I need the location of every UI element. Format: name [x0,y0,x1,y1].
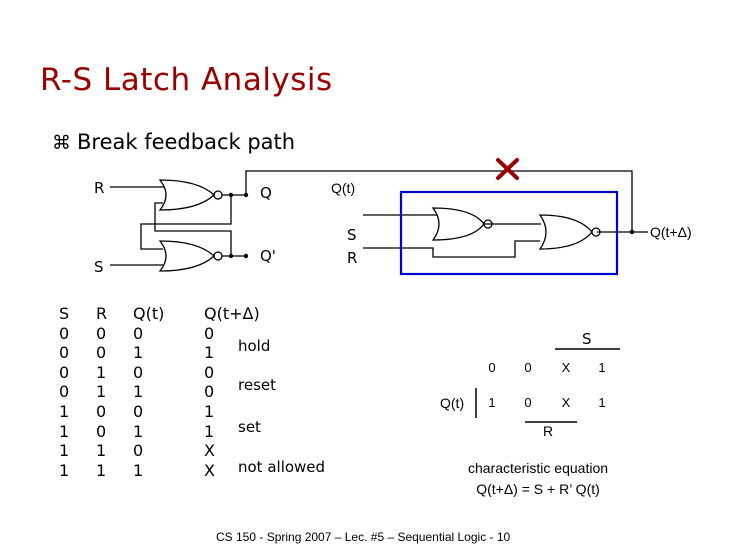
kmap-s-label: S [582,330,592,348]
kmap-r-label: R [543,423,554,439]
truth-cell: 0 [204,362,215,382]
truth-cell: 0 [133,401,144,421]
note-reset: reset [238,376,276,394]
kmap-cell: 1 [488,395,496,410]
truth-cell: 1 [96,382,107,402]
bullet-point: ⌘ Break feedback path [52,130,295,154]
kmap-cell: X [561,360,571,375]
truth-cell: 1 [59,441,70,461]
kmap-cell: X [561,395,571,410]
truth-cell: 0 [133,441,144,461]
truth-header-qt: Q(t) [133,304,165,323]
truth-cell: 0 [96,401,107,421]
truth-cell: 0 [59,343,70,363]
truth-cell: 0 [96,421,107,441]
broken-r-label: R [347,249,358,267]
bullet-text: Break feedback path [77,130,296,154]
nor-bubble-a [483,219,493,229]
truth-cell: 0 [133,323,144,343]
truth-cell: 0 [204,323,215,343]
truth-cell: 0 [59,362,70,382]
truth-col-s: S 0 0 0 0 1 1 1 1 [59,304,69,480]
nor-bubble-bottom [213,251,223,261]
nor-bubble-b [591,227,601,237]
truth-header-r: R [96,304,108,323]
truth-cell: 1 [59,421,70,441]
slide-title: R-S Latch Analysis [40,62,333,98]
kmap-cell: 0 [524,395,532,410]
truth-header-s: S [59,304,70,323]
kmap-cell: 0 [524,360,532,375]
qt-wire-label: Q(t) [331,180,356,196]
nor-gate-top [158,179,215,211]
truth-col-qnext: Q(t+Δ) 0 1 0 0 1 1 X X [204,304,260,480]
truth-col-r: R 0 0 1 1 0 0 1 1 [96,304,107,480]
truth-cell: 1 [96,460,107,480]
nor-gate-b [538,214,593,250]
x-cross-icon [496,158,519,180]
broken-latch-box [399,190,619,276]
truth-cell: X [204,441,215,461]
broken-s-label: S [347,226,357,244]
truth-cell: 1 [204,343,215,363]
characteristic-caption: characteristic equation [467,460,609,476]
truth-col-qt: Q(t) 0 1 0 1 0 1 0 1 [133,304,164,480]
note-hold: hold [238,337,271,355]
nor-gate-a [431,207,485,241]
latch-qbar-label: Q' [260,247,276,265]
truth-cell: 1 [59,401,70,421]
latch-q-label: Q [260,184,272,202]
nor-gate-bottom [158,240,215,272]
latch-r-label: R [94,179,105,197]
truth-cell: X [204,460,215,480]
truth-cell: 0 [59,382,70,402]
z-bullet-icon: ⌘ [52,132,71,154]
qnext-output-label: Q(t+Δ) [650,224,692,240]
kmap-cell: 1 [598,360,606,375]
truth-cell: 0 [133,362,144,382]
slide-footer: CS 150 - Spring 2007 – Lec. #5 – Sequent… [216,530,511,544]
truth-cell: 1 [133,382,144,402]
truth-cell: 1 [59,460,70,480]
note-not-allowed: not allowed [238,458,326,476]
truth-cell: 1 [133,421,144,441]
truth-cell: 0 [59,323,70,343]
truth-cell: 1 [133,343,144,363]
truth-cell: 0 [96,323,107,343]
characteristic-equation: Q(t+Δ) = S + R’ Q(t) [476,481,600,497]
truth-cell: 1 [96,441,107,461]
kmap-cell: 1 [598,395,606,410]
truth-cell: 0 [96,343,107,363]
truth-header-qnext: Q(t+Δ) [204,304,260,323]
nor-bubble-top [213,190,223,200]
kmap-qt-label: Q(t) [440,395,465,411]
truth-cell: 0 [204,382,215,402]
truth-cell: 1 [96,362,107,382]
note-set: set [238,418,261,436]
truth-cell: 1 [204,401,215,421]
kmap-cell: 0 [488,360,496,375]
latch-s-label: S [94,258,104,276]
truth-cell: 1 [204,421,215,441]
truth-cell: 1 [133,460,144,480]
